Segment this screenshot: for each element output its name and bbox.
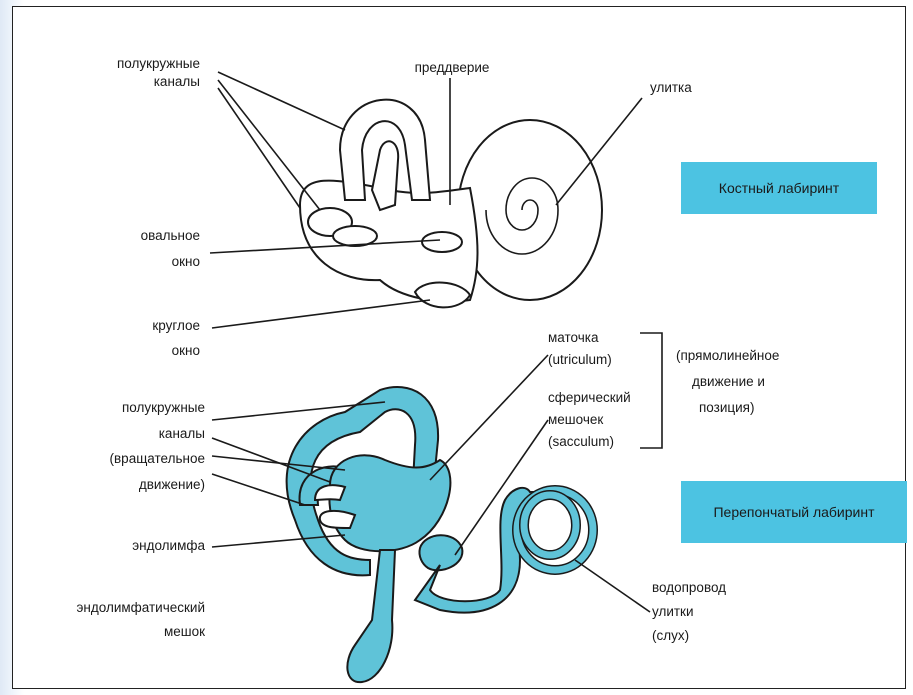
label-bracket-3: позиция) — [699, 400, 754, 415]
label-oval-1: овальное — [141, 228, 200, 243]
label-saccule-3: (sacculum) — [548, 434, 614, 449]
bony-canal-posterior — [372, 141, 398, 210]
membranous-title-box: Перепончатый лабиринт — [681, 481, 907, 543]
label-m-canals-3: (вращательное — [110, 451, 205, 466]
leader-canals-3 — [218, 88, 300, 208]
label-m-canals-2: каналы — [159, 426, 205, 441]
label-cochlear-duct-2: улитки — [652, 604, 694, 619]
leader-cochlear-duct — [575, 560, 650, 612]
label-canals-2: каналы — [154, 74, 200, 89]
label-canals-1: полукружные — [117, 56, 200, 71]
bony-title-box: Костный лабиринт — [681, 162, 877, 214]
bracket — [640, 333, 662, 448]
cochlea-coil-inner — [524, 495, 576, 555]
label-oval-2: окно — [172, 254, 200, 269]
label-round-1: круглое — [152, 318, 200, 333]
canal-hole-2 — [320, 511, 355, 528]
leader-m-canals-3 — [212, 456, 345, 470]
leader-canals-2 — [218, 80, 320, 210]
bony-canal-lateral-inner — [333, 226, 377, 246]
bony-title: Костный лабиринт — [719, 180, 840, 196]
label-m-canals-1: полукружные — [122, 400, 205, 415]
label-saccule-2: мешочек — [548, 412, 603, 427]
oval-window-shape — [422, 232, 462, 252]
label-utricle-1: маточка — [548, 330, 599, 345]
label-round-2: окно — [172, 343, 200, 358]
label-m-canals-4: движение) — [139, 477, 205, 492]
label-saccule-1: сферический — [548, 390, 631, 405]
cochlea-shape — [458, 120, 602, 300]
label-bracket-2: движение и — [692, 374, 765, 389]
label-sac-2: мешок — [164, 624, 205, 639]
label-vestibule: преддверие — [415, 60, 490, 75]
label-utricle-2: (utriculum) — [548, 352, 612, 367]
leader-canals-1 — [218, 72, 345, 130]
label-cochlea: улитка — [650, 80, 692, 95]
leader-round-window — [212, 300, 430, 328]
membranous-labyrinth-drawing — [287, 387, 593, 682]
label-cochlear-duct-1: водопровод — [652, 580, 726, 595]
label-cochlear-duct-3: (слух) — [652, 628, 689, 643]
label-endolymph: эндолимфа — [132, 538, 205, 553]
leader-utricle — [430, 355, 548, 480]
label-bracket-1: (прямолинейное — [676, 348, 779, 363]
membranous-title: Перепончатый лабиринт — [713, 504, 875, 520]
label-sac-1: эндолимфатический — [77, 600, 205, 615]
